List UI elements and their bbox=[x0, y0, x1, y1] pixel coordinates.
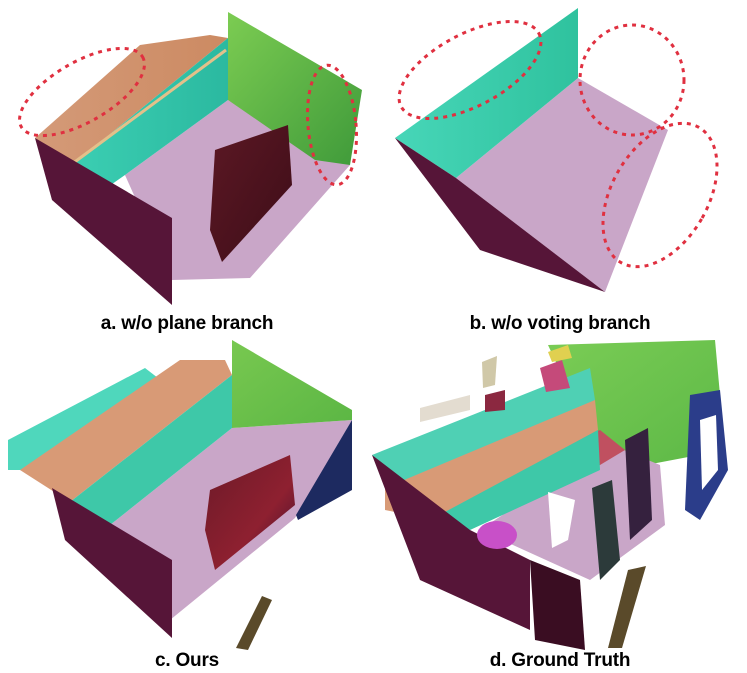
clutter-object bbox=[548, 345, 572, 362]
brown-post bbox=[608, 566, 646, 648]
brown-fragment bbox=[236, 596, 272, 650]
window-opening bbox=[700, 415, 718, 490]
dark-front-wall bbox=[35, 138, 172, 305]
clutter-object bbox=[420, 395, 470, 422]
panel-a-render bbox=[18, 12, 362, 305]
green-wall bbox=[228, 12, 362, 165]
panel-b-render bbox=[395, 8, 719, 292]
dark-front-wall bbox=[395, 138, 605, 292]
orange-wall bbox=[20, 360, 232, 502]
caption-c: c. Ours bbox=[154, 650, 220, 671]
dark-red-panel bbox=[210, 125, 292, 262]
green-wall bbox=[548, 340, 725, 470]
caption-d: d. Ground Truth bbox=[489, 650, 631, 671]
dark-front-wall bbox=[372, 455, 530, 630]
tall-object bbox=[592, 480, 620, 580]
orange-wall bbox=[385, 400, 598, 520]
error-ellipse bbox=[397, 20, 543, 120]
error-ellipse bbox=[601, 121, 719, 269]
clutter-object bbox=[485, 390, 505, 412]
panel-b: b. w/o voting branch bbox=[0, 0, 747, 334]
teal-band bbox=[430, 430, 600, 530]
caption-a: a. w/o plane branch bbox=[100, 313, 274, 334]
dark-front-wall bbox=[52, 488, 172, 638]
dark-door bbox=[530, 560, 585, 650]
white-gap bbox=[548, 492, 575, 548]
caption-b: b. w/o voting branch bbox=[469, 313, 651, 334]
panel-a: a. w/o plane branch bbox=[0, 0, 374, 334]
panel-c-render bbox=[8, 340, 352, 650]
orange-wall bbox=[35, 35, 228, 170]
tall-object-dark bbox=[625, 428, 652, 540]
error-ellipse bbox=[306, 63, 358, 187]
light-teal-wall bbox=[8, 368, 158, 470]
navy-wall bbox=[296, 420, 352, 520]
panel-c: c. Ours bbox=[8, 340, 352, 671]
clutter-object bbox=[540, 360, 570, 392]
teal-wall bbox=[70, 375, 232, 525]
purple-object bbox=[477, 521, 517, 549]
seam-line bbox=[71, 48, 227, 166]
green-wall bbox=[232, 340, 352, 428]
error-ellipse bbox=[578, 23, 686, 137]
clutter-object bbox=[482, 356, 497, 388]
teal-wall bbox=[372, 368, 595, 490]
teal-wall bbox=[395, 8, 578, 178]
dark-red-panel bbox=[205, 455, 295, 570]
error-ellipse bbox=[18, 46, 146, 138]
